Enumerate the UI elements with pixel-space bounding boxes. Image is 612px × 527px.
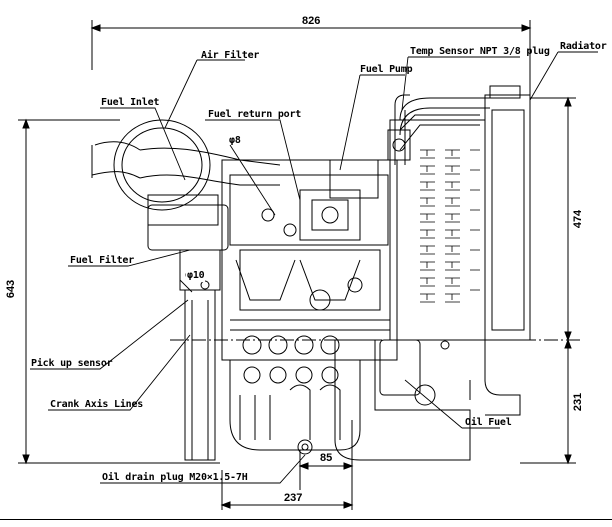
dim-85: 85 [320, 452, 333, 464]
engine-block [221, 159, 398, 384]
label-crank-axis-lines: Crank Axis Lines [50, 399, 144, 410]
leader-fuel-return [205, 119, 301, 201]
leader-lines [30, 51, 598, 484]
mount-foot [334, 339, 471, 461]
label-fuel-pump: Fuel Pump [360, 64, 413, 75]
oil-filter-body [379, 339, 421, 396]
leader-pick-up-sensor [30, 299, 189, 370]
bottom-rule [0, 519, 612, 520]
leader-radiator [529, 51, 598, 101]
leader-air-filter [164, 59, 245, 129]
dim-826: 826 [302, 15, 321, 27]
oil-sump [229, 360, 361, 455]
label-phi10: φ10 [186, 270, 206, 282]
dim-643: 643 [5, 279, 18, 299]
label-air-filter: Air Filter [201, 50, 260, 61]
leader-oil-fuel [404, 379, 500, 429]
label-temp-sensor: Temp Sensor NPT 3/8 plug [410, 46, 550, 57]
label-oil-drain-plug: Oil drain plug M20×1.5-7H [102, 472, 248, 483]
label-pick-up-sensor: Pick up sensor [31, 358, 113, 369]
leader-fuel-pump [339, 74, 405, 171]
air-filter [91, 119, 281, 226]
label-fuel-return-port: Fuel return port [208, 109, 302, 120]
leader-phi8 [229, 144, 276, 216]
radiator-fins [420, 149, 480, 303]
label-radiator: Radiator [560, 41, 607, 52]
dim-474: 474 [572, 209, 585, 229]
leader-oil-drain [100, 454, 306, 484]
label-fuel-inlet: Fuel Inlet [101, 97, 160, 108]
label-oil-fuel: Oil Fuel [465, 417, 512, 428]
dim-231: 231 [572, 392, 585, 412]
fuel-pump-body [329, 159, 379, 199]
oil-drain-plug [297, 439, 313, 455]
label-phi8: φ8 [229, 135, 241, 146]
leader-fuel-filter [68, 249, 191, 267]
radiator [389, 85, 531, 416]
leader-temp-sensor [401, 56, 520, 111]
fuel-filter [147, 204, 229, 461]
leader-phi10 [179, 279, 193, 293]
dim-237: 237 [284, 492, 303, 504]
label-fuel-filter: Fuel Filter [70, 255, 135, 266]
temp-sensor-pipe [387, 94, 411, 165]
leader-crank-axis [48, 334, 191, 411]
leader-fuel-inlet [100, 107, 186, 181]
